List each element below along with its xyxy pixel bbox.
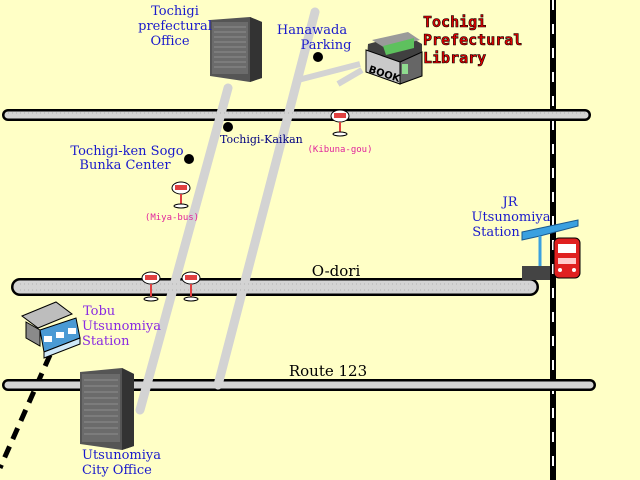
city-office-label: Utsunomiya City Office <box>82 448 161 478</box>
svg-text:Tochigi: Tochigi <box>151 4 199 19</box>
tobu-railway-line <box>0 353 53 470</box>
svg-text:Utsunomiya: Utsunomiya <box>471 210 550 225</box>
road-label-route-123: Route 123 <box>289 362 367 380</box>
road-diagonal-east <box>213 7 320 390</box>
tobu-station-label: Tobu Utsunomiya Station <box>82 304 161 349</box>
bunka-center-marker <box>184 154 194 164</box>
svg-text:Tochigi: Tochigi <box>423 13 486 31</box>
pref-office-building-icon <box>210 17 262 82</box>
hanawada-parking-marker <box>313 52 323 62</box>
road-parking-access <box>297 61 361 83</box>
svg-text:Station: Station <box>472 225 520 240</box>
svg-text:JR: JR <box>501 195 519 210</box>
hanawada-parking-label: Hanawada Parking <box>277 23 352 53</box>
bus-stop-miya-label: (Miya-bus) <box>145 213 199 223</box>
svg-text:Prefectural: Prefectural <box>423 31 522 49</box>
roads <box>2 7 596 415</box>
svg-text:Library: Library <box>423 49 486 67</box>
svg-text:Utsunomiya: Utsunomiya <box>82 319 161 334</box>
svg-text:Office: Office <box>150 34 189 49</box>
bus-stop-kibuna-icon <box>330 109 350 137</box>
road-label-o-dori: O-dori <box>312 262 361 280</box>
svg-text:Tochigi-ken Sogo: Tochigi-ken Sogo <box>70 144 183 159</box>
bus-stop-odori-west-icon <box>141 271 161 302</box>
svg-text:Station: Station <box>82 334 130 349</box>
jr-station-label: JR Utsunomiya Station <box>471 195 550 240</box>
svg-text:Tobu: Tobu <box>83 304 115 319</box>
bus-stop-kibuna-label: (Kibuna-gou) <box>307 145 372 155</box>
library-title: Tochigi Prefectural Library <box>423 13 523 68</box>
svg-text:Hanawada: Hanawada <box>277 23 347 38</box>
svg-text:prefectural: prefectural <box>138 19 212 34</box>
city-office-building-icon <box>80 368 134 450</box>
svg-text:Parking: Parking <box>301 38 352 53</box>
tochigi-kaikan-marker <box>223 122 233 132</box>
road-diagonal-west <box>135 83 233 415</box>
bus-stop-odori-east-icon <box>181 271 201 302</box>
tochigi-kaikan-label: Tochigi-Kaikan <box>220 133 303 146</box>
svg-text:Utsunomiya: Utsunomiya <box>82 448 161 463</box>
jr-train-icon <box>553 237 581 279</box>
tobu-station-icon <box>20 301 81 359</box>
library-book-icon: BOOK <box>365 32 423 85</box>
pref-office-label: Tochigi prefectural Office <box>138 4 212 49</box>
jr-station-icon <box>521 219 579 280</box>
svg-text:City Office: City Office <box>82 463 152 478</box>
svg-text:Bunka Center: Bunka Center <box>79 158 171 173</box>
bus-stop-miya-icon <box>171 181 191 209</box>
bunka-center-label: Tochigi-ken Sogo Bunka Center <box>70 144 183 173</box>
